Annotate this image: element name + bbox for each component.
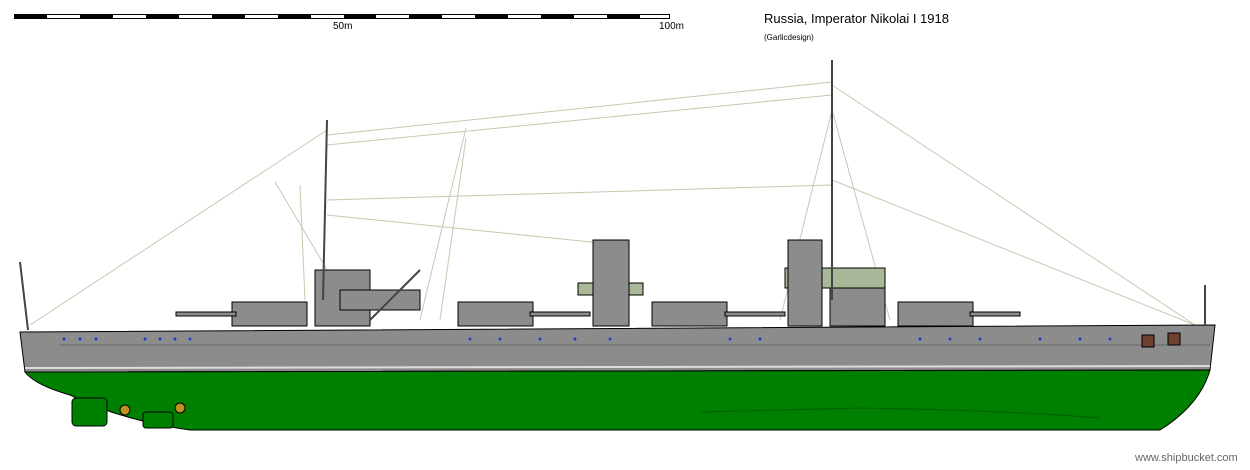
propellers (71, 397, 186, 429)
hull (19, 324, 1216, 431)
drawing-credit: (Garlicdesign) (764, 33, 814, 42)
scale-segment (113, 15, 146, 18)
scale-segment (574, 15, 607, 18)
scale-segment (311, 15, 344, 18)
scale-segment (179, 15, 212, 18)
turrets (175, 301, 1021, 327)
scale-segment (508, 15, 541, 18)
scale-segment (640, 15, 669, 18)
drawing-title: Russia, Imperator Nikolai I 1918 (764, 11, 949, 26)
rigging (29, 81, 1196, 326)
masts (19, 60, 1206, 331)
scale-bar (14, 14, 670, 19)
scale-segment (47, 15, 80, 18)
scale-label-100m: 100m (659, 21, 685, 32)
portholes (62, 337, 1112, 341)
scale-segment (245, 15, 278, 18)
scale-label-50m: 50m (333, 21, 353, 32)
scale-segment (376, 15, 409, 18)
anchors (1141, 332, 1181, 348)
watermark: www.shipbucket.com (1135, 452, 1238, 464)
scale-segment (442, 15, 475, 18)
superstructure (314, 239, 886, 327)
